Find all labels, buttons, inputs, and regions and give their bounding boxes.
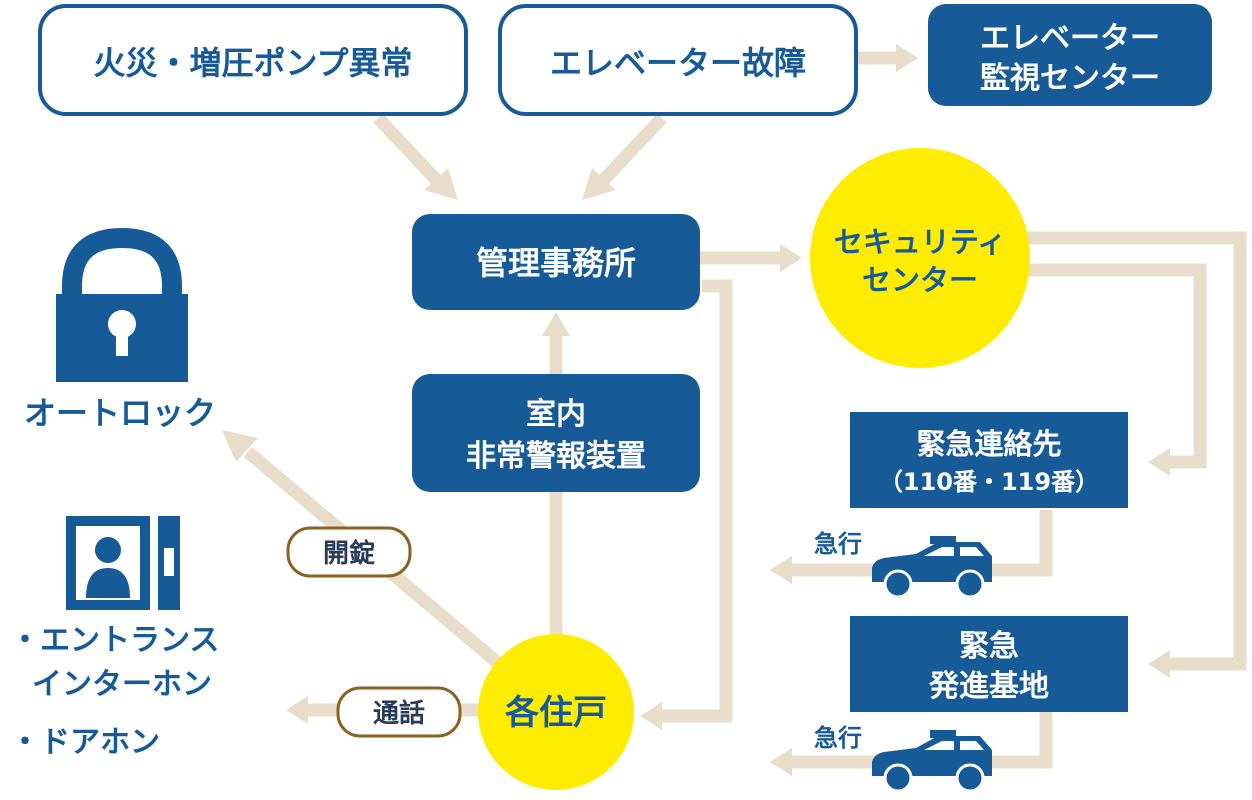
patrol-car-icon (872, 730, 992, 793)
dispatch-base-box: 緊急 発進基地 (850, 616, 1128, 712)
elevator-center-line2: 監視センター (980, 61, 1160, 96)
security-center-line2: センター (862, 263, 978, 297)
arrowhead-security-contact (1148, 448, 1170, 476)
elevator-fault-box: エレベーター故障 (498, 4, 858, 116)
doorphone-label: ・ドアホン (10, 725, 160, 760)
security-center-circle: セキュリティ センター (810, 148, 1030, 368)
rush-label-1: 急行 (814, 530, 862, 558)
arrowhead-security-base (1148, 650, 1170, 678)
lock-icon (56, 227, 188, 382)
indoor-alarm-box: 室内 非常警報装置 (412, 374, 700, 492)
dispatch-base-line2: 発進基地 (928, 669, 1049, 704)
arrowhead-residents-autolock (222, 430, 258, 462)
intercom-panel-icon (66, 516, 180, 610)
connector-security-to-base (1024, 231, 1247, 671)
indoor-alarm-line2: 非常警報装置 (466, 439, 646, 474)
arrowhead-fire-management (424, 168, 458, 200)
indoor-alarm-line1: 室内 (526, 397, 586, 432)
elevator-center-line1: エレベーター (980, 21, 1160, 56)
arrowhead-management-residents (640, 702, 662, 730)
fire-alert-box: 火災・増圧ポンプ異常 (38, 4, 468, 116)
unlock-label: 開錠 (323, 538, 375, 569)
residents-label: 各住戸 (505, 693, 607, 733)
arrowhead-contact-rush (770, 556, 792, 584)
residents-circle: 各住戸 (478, 634, 634, 790)
intercom-label-line1: ・エントランス (10, 623, 219, 658)
management-office-box: 管理事務所 (412, 214, 700, 310)
emergency-contact-line2: （110番・119番） (879, 468, 1099, 496)
intercom-label-line2: インターホン (32, 667, 212, 702)
elevator-center-box: エレベーター 監視センター (928, 4, 1212, 106)
connector-fire-to-management (373, 113, 447, 191)
autolock-label: オートロック (24, 394, 216, 432)
arrowhead-base-rush (770, 748, 792, 776)
fire-alert-label: 火災・増圧ポンプ異常 (93, 44, 412, 82)
emergency-contact-line1: 緊急連絡先 (916, 427, 1061, 461)
unlock-badge: 開錠 (286, 526, 412, 578)
elevator-fault-label: エレベーター故障 (550, 44, 806, 82)
management-office-label: 管理事務所 (476, 244, 636, 282)
arrowhead-residents-intercom (286, 696, 308, 724)
patrol-car-icon (872, 536, 992, 599)
dispatch-base-line1: 緊急 (959, 629, 1019, 664)
connector-management-to-residents (660, 279, 733, 723)
arrowhead-elevator-management (582, 168, 616, 200)
emergency-contact-box: 緊急連絡先 （110番・119番） (850, 412, 1128, 508)
arrowhead-alarm-management (542, 312, 570, 336)
rush-label-2: 急行 (814, 724, 862, 752)
arrowhead-management-security (780, 244, 802, 272)
security-center-line1: セキュリティ (834, 225, 1006, 259)
connector-security-to-contact (1010, 263, 1207, 469)
call-label: 通話 (373, 698, 425, 729)
call-badge: 通話 (336, 686, 462, 738)
arrowhead-elevator-center (896, 44, 918, 72)
connector-elevator-to-management (593, 113, 667, 191)
